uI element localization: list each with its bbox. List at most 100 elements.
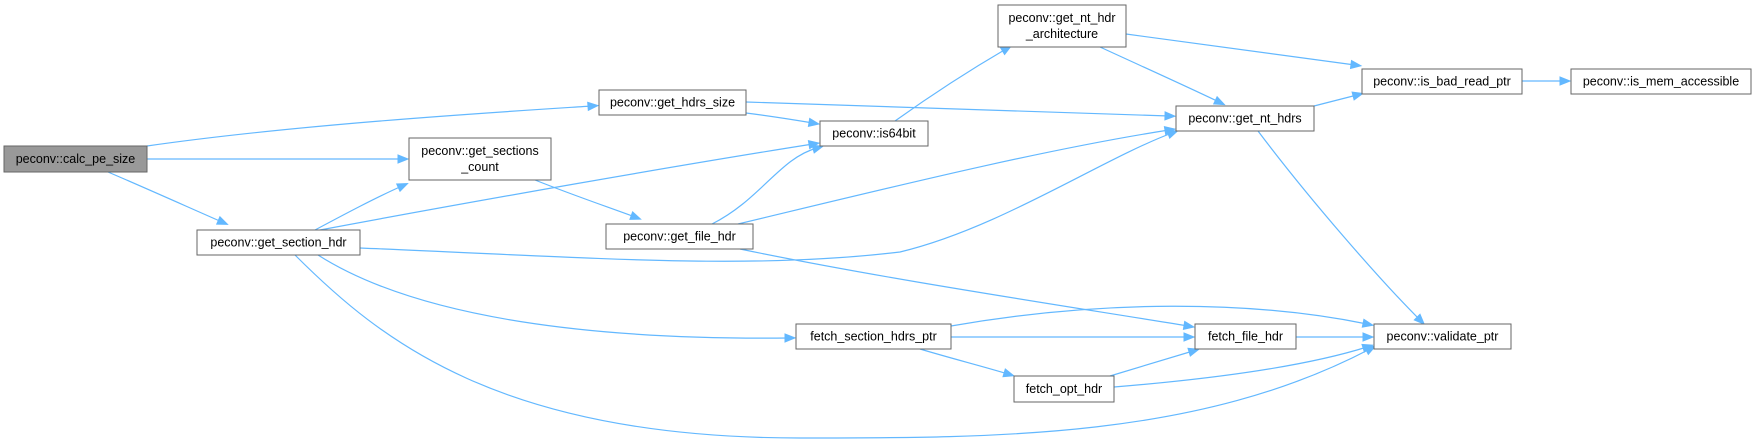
- arrowhead-icon: [1187, 347, 1200, 357]
- edge-line: [737, 129, 1170, 225]
- node-label: peconv::get_nt_hdrs: [1188, 112, 1301, 126]
- nodes-layer: peconv::calc_pe_size peconv::get_hdrs_siz…: [3, 4, 1752, 403]
- edge-line: [1257, 130, 1421, 321]
- node-label: peconv::get_section_hdr: [210, 236, 346, 250]
- edge-line: [534, 179, 636, 218]
- edge-line: [314, 185, 403, 231]
- node-label: fetch_section_hdrs_ptr: [810, 330, 936, 344]
- edge-line: [1113, 346, 1368, 388]
- arrowhead-icon: [1164, 111, 1177, 121]
- arrowhead-icon: [1163, 126, 1177, 136]
- edge-get-nt-hdr-architecture-to-is-bad-read-ptr: [1125, 33, 1363, 70]
- node-label: peconv::get_sections: [421, 144, 538, 158]
- arrowhead-icon: [1559, 76, 1572, 86]
- node-is-mem-accessible[interactable]: peconv::is_mem_accessible: [1570, 68, 1752, 95]
- edges-layer: [107, 33, 1572, 439]
- node-is64bit[interactable]: peconv::is64bit: [819, 120, 929, 147]
- edge-get-section-hdr-to-fetch-section-hdrs-ptr: [317, 254, 797, 343]
- node-calc-pe-size[interactable]: peconv::calc_pe_size: [3, 145, 148, 173]
- edge-line: [1313, 94, 1358, 107]
- node-get-section-hdr[interactable]: peconv::get_section_hdr: [196, 229, 361, 256]
- arrowhead-icon: [215, 215, 229, 225]
- edge-is-bad-read-ptr-to-is-mem-accessible: [1522, 76, 1572, 86]
- arrowhead-icon: [1413, 313, 1426, 326]
- edge-get-hdrs-size-to-is64bit: [745, 112, 821, 127]
- node-box: [997, 4, 1127, 48]
- node-label: peconv::validate_ptr: [1387, 330, 1499, 344]
- arrowhead-icon: [1349, 59, 1363, 70]
- edge-get-section-hdr-to-get-sections-count: [314, 183, 409, 231]
- edge-fetch-section-hdrs-ptr-to-fetch-opt-hdr: [919, 348, 1015, 378]
- edge-line: [146, 105, 593, 147]
- node-fetch-section-hdrs-ptr[interactable]: fetch_section_hdrs_ptr: [795, 323, 952, 350]
- node-label: peconv::calc_pe_size: [16, 152, 136, 166]
- node-label: peconv::is_bad_read_ptr: [1373, 75, 1511, 89]
- edge-get-file-hdr-to-is64bit: [711, 144, 825, 225]
- edge-line: [950, 305, 1368, 327]
- edge-line: [739, 248, 1189, 327]
- edge-line: [745, 101, 1170, 117]
- node-label: fetch_opt_hdr: [1026, 382, 1102, 396]
- arrowhead-icon: [1212, 95, 1226, 106]
- node-box: [1175, 105, 1315, 132]
- node-box: [795, 323, 952, 350]
- arrowhead-icon: [811, 144, 825, 154]
- node-box: [605, 223, 754, 250]
- edge-calc-pe-size-to-get-sections-count: [147, 154, 410, 164]
- arrowhead-icon: [395, 183, 409, 193]
- edge-get-nt-hdrs-to-is-bad-read-ptr: [1313, 91, 1365, 107]
- node-is-bad-read-ptr[interactable]: peconv::is_bad_read_ptr: [1361, 68, 1523, 95]
- arrowhead-icon: [1183, 332, 1196, 342]
- edge-get-sections-count-to-get-file-hdr: [534, 179, 642, 220]
- node-box: [1361, 68, 1523, 95]
- node-box: [1373, 323, 1512, 350]
- edge-line: [1099, 46, 1220, 103]
- node-box: [3, 145, 148, 173]
- edge-get-nt-hdr-architecture-to-get-nt-hdrs: [1099, 46, 1226, 106]
- edge-line: [107, 171, 223, 223]
- arrowhead-icon: [1182, 320, 1196, 330]
- edge-get-hdrs-size-to-get-nt-hdrs: [745, 101, 1177, 121]
- node-get-file-hdr[interactable]: peconv::get_file_hdr: [605, 223, 754, 250]
- edge-line: [319, 143, 814, 231]
- edge-line: [894, 48, 1007, 122]
- node-box: [819, 120, 929, 147]
- node-get-nt-hdr-architecture[interactable]: peconv::get_nt_hdr_architecture: [997, 4, 1127, 48]
- edge-calc-pe-size-to-get-hdrs-size: [146, 101, 600, 147]
- edge-line: [317, 254, 790, 339]
- edge-get-nt-hdrs-to-validate-ptr: [1257, 130, 1426, 326]
- arrowhead-icon: [1361, 343, 1374, 353]
- node-fetch-opt-hdr[interactable]: fetch_opt_hdr: [1013, 375, 1115, 403]
- edge-fetch-opt-hdr-to-validate-ptr: [1113, 343, 1374, 388]
- node-box: [1194, 323, 1297, 350]
- node-box: [1013, 375, 1115, 403]
- node-fetch-file-hdr[interactable]: fetch_file_hdr: [1194, 323, 1297, 350]
- edge-fetch-file-hdr-to-validate-ptr: [1295, 332, 1375, 342]
- arrowhead-icon: [807, 117, 821, 127]
- edge-get-file-hdr-to-get-nt-hdrs: [737, 126, 1177, 225]
- arrowhead-icon: [397, 154, 410, 164]
- node-get-hdrs-size[interactable]: peconv::get_hdrs_size: [598, 89, 747, 116]
- edge-line: [919, 348, 1009, 375]
- node-label: peconv::is64bit: [832, 127, 916, 141]
- node-box: [598, 89, 747, 116]
- arrowhead-icon: [784, 333, 797, 343]
- node-label: peconv::is_mem_accessible: [1583, 75, 1739, 89]
- edge-line: [1109, 350, 1194, 377]
- node-label: peconv::get_hdrs_size: [610, 96, 735, 110]
- node-get-sections-count[interactable]: peconv::get_sections_count: [408, 137, 552, 181]
- node-box: [408, 137, 552, 181]
- node-validate-ptr[interactable]: peconv::validate_ptr: [1373, 323, 1512, 350]
- arrowhead-icon: [587, 101, 600, 112]
- node-box: [1570, 68, 1752, 95]
- edge-line: [745, 112, 814, 124]
- edge-fetch-section-hdrs-ptr-to-validate-ptr: [950, 305, 1375, 328]
- edge-line: [1125, 33, 1356, 66]
- node-label: peconv::get_nt_hdr: [1008, 11, 1115, 25]
- edge-fetch-opt-hdr-to-fetch-file-hdr: [1109, 347, 1200, 377]
- arrowhead-icon: [1362, 332, 1375, 342]
- node-get-nt-hdrs[interactable]: peconv::get_nt_hdrs: [1175, 105, 1315, 132]
- arrowhead-icon: [1361, 318, 1375, 328]
- edge-get-section-hdr-to-is64bit: [319, 140, 821, 231]
